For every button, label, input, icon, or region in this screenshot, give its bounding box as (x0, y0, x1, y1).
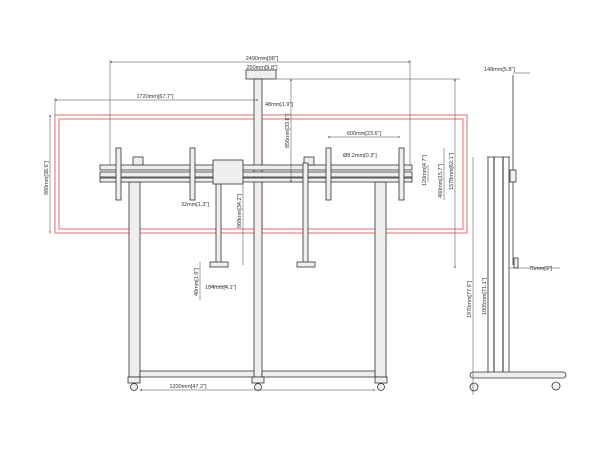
label-shelf-offset: 32mm[1.3"] (181, 202, 209, 208)
label-bracket-depth: 148mm[5.8"] (484, 67, 515, 73)
label-column-height: 1805mm[71.1"] (482, 277, 488, 315)
dimension-labels: 2490mm[98"] 250mm[9.8"] 1720mm[67.7"] 48… (44, 56, 553, 390)
label-cap-to-rail: 856mm[33.6"] (285, 113, 291, 148)
vesa-strip (115, 147, 405, 201)
label-foot-width: 104mm[4.1"] (205, 285, 236, 291)
label-upright-spacing: 1200mm[47.2"] (169, 384, 207, 390)
label-hole-diameter: Ø8.2mm[0.3"] (343, 153, 377, 159)
label-top-cap-width: 250mm[9.8"] (247, 65, 278, 71)
label-foot-height: 40mm[1.6"] (194, 268, 200, 296)
side-view-stand (469, 72, 567, 395)
shelf-arm (209, 159, 316, 268)
label-screen-width: 1720mm[67.7"] (136, 94, 174, 100)
dimension-lines (49, 60, 460, 391)
label-overall-width: 2490mm[98"] (246, 56, 279, 62)
label-shelf-arm-length: 868mm[34.2"] (237, 193, 243, 228)
label-total-height: 1970mm[77.6"] (467, 280, 473, 318)
label-rail-height: 120mm[4.7"] (422, 155, 428, 186)
label-vesa-vertical: 400mm[15.7"] (438, 163, 444, 198)
label-vesa-horizontal: 600mm[23.6"] (347, 131, 382, 137)
label-screen-height: 980mm[38.6"] (44, 160, 50, 195)
caster-wheel (127, 376, 388, 391)
label-wall-offset: 75mm[3"] (529, 266, 553, 272)
front-view-stand (99, 69, 413, 391)
label-screen-gap: 48mm[1.9"] (265, 102, 293, 108)
label-mount-height: 1578mm[62.1"] (449, 152, 455, 190)
